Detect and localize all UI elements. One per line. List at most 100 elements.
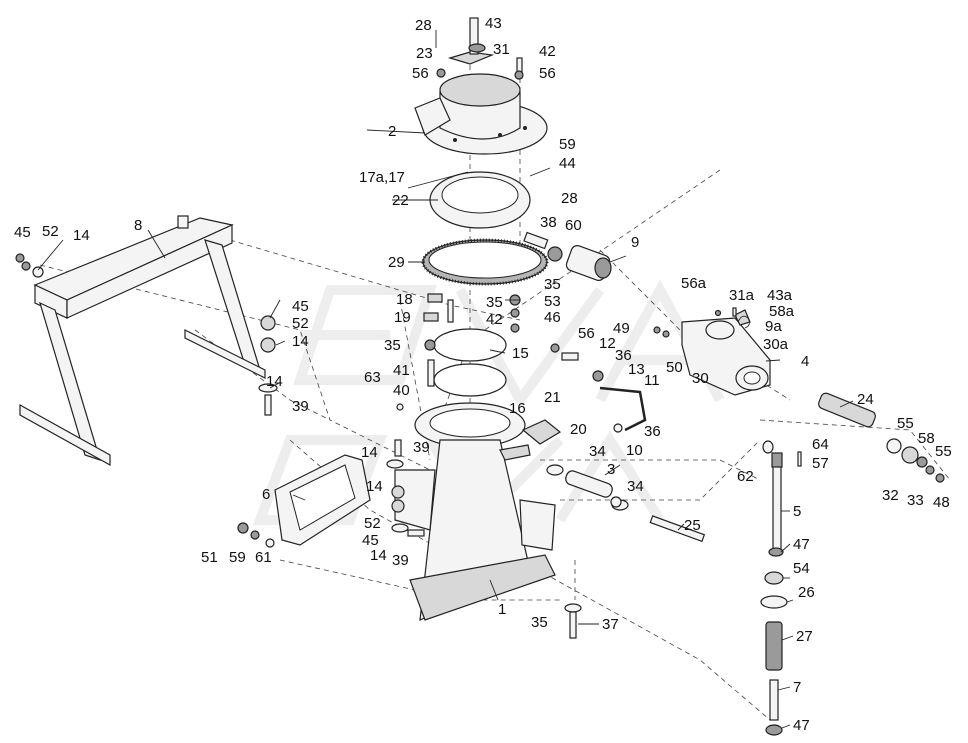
callout: 56a <box>681 275 707 292</box>
callout: 35 <box>486 294 503 311</box>
bolts-left <box>15 253 425 548</box>
callout: 60 <box>565 217 582 234</box>
column-part-1 <box>394 402 556 621</box>
callout: 35 <box>531 614 548 631</box>
callout: 5 <box>793 503 801 520</box>
hose-part-11 <box>550 326 670 433</box>
callout: 12 <box>599 335 616 352</box>
callout-labels: 28 43 23 31 42 56 56 2 59 44 17a,17 28 2… <box>14 15 952 734</box>
callout: 53 <box>544 293 561 310</box>
callout: 23 <box>416 45 433 62</box>
callout: 57 <box>812 455 829 472</box>
callout: 39 <box>413 439 430 456</box>
callout: 6 <box>262 486 270 503</box>
callout: 36 <box>615 347 632 364</box>
callout: 59 <box>229 549 246 566</box>
callout: 52 <box>292 315 309 332</box>
callout: 42 <box>486 311 503 328</box>
callout: 22 <box>392 192 409 209</box>
callout: 58 <box>918 430 935 447</box>
callout: 56 <box>578 325 595 342</box>
callout: 14 <box>266 373 283 390</box>
gear-ring-part-29 <box>421 238 549 286</box>
pin-part-3 <box>499 419 629 511</box>
leader-lines <box>37 129 854 729</box>
callout: 11 <box>644 372 660 389</box>
callout: 34 <box>589 443 606 460</box>
callout: 14 <box>370 547 387 564</box>
callout: 30a <box>763 336 789 353</box>
callout: 16 <box>509 400 526 417</box>
callout: 63 <box>364 369 381 386</box>
callout: 64 <box>812 436 829 453</box>
callout: 49 <box>613 320 630 337</box>
callout: 45 <box>14 224 31 241</box>
callout: 29 <box>388 254 405 271</box>
callout: 58a <box>769 303 795 320</box>
callout: 28 <box>415 17 432 34</box>
callout: 54 <box>793 560 810 577</box>
rod-parts-5-7 <box>610 440 802 736</box>
callout: 44 <box>559 155 576 172</box>
frame-part-8 <box>19 215 266 467</box>
callout: 14 <box>366 478 383 495</box>
callout: 39 <box>392 552 409 569</box>
callout: 35 <box>544 276 561 293</box>
callout: 13 <box>628 361 645 378</box>
callout: 62 <box>737 468 754 485</box>
callout: 61 <box>255 549 272 566</box>
callout: 38 <box>540 214 557 231</box>
callout: 45 <box>362 532 379 549</box>
callout: 48 <box>933 494 950 511</box>
callout: 15 <box>512 345 529 362</box>
callout: 56 <box>539 65 556 82</box>
callout: 55 <box>935 443 952 460</box>
callout: 20 <box>570 421 587 438</box>
callout: 21 <box>544 389 561 406</box>
housing-part-2 <box>414 73 548 155</box>
callout: 43 <box>485 15 502 32</box>
ring-part-22 <box>429 171 531 229</box>
callout: 4 <box>801 353 809 370</box>
callout: 26 <box>798 584 815 601</box>
callout: 25 <box>684 517 701 534</box>
callout: 9 <box>631 234 639 251</box>
callout: 28 <box>561 190 578 207</box>
callout: 41 <box>393 362 410 379</box>
callout: 37 <box>602 616 619 633</box>
callout: 59 <box>559 136 576 153</box>
callout: 14 <box>361 444 378 461</box>
callout: 2 <box>388 123 396 140</box>
motor-part-9 <box>523 231 612 281</box>
bracket-part-4 <box>681 309 771 396</box>
callout: 27 <box>796 628 813 645</box>
callout: 30 <box>692 370 709 387</box>
callout: 50 <box>666 359 683 376</box>
callout: 31a <box>729 287 755 304</box>
callout: 51 <box>201 549 218 566</box>
callout: 18 <box>396 291 413 308</box>
fasteners-middle <box>396 293 521 411</box>
callout: 52 <box>364 515 381 532</box>
callout: 34 <box>627 478 644 495</box>
callout: 43a <box>767 287 793 304</box>
callout: 47 <box>793 536 810 553</box>
callout: 55 <box>897 415 914 432</box>
callout: 33 <box>907 492 924 509</box>
bolt-bottom <box>564 603 582 639</box>
callout: 46 <box>544 309 561 326</box>
callout: 47 <box>793 717 810 734</box>
callout: 8 <box>134 217 142 234</box>
callout: 52 <box>42 223 59 240</box>
callout: 32 <box>882 487 899 504</box>
plate-part-6 <box>274 454 371 546</box>
callout: 31 <box>493 41 510 58</box>
callout: 42 <box>539 43 556 60</box>
callout: 19 <box>394 309 411 326</box>
callout: 45 <box>292 298 309 315</box>
callout: 35 <box>384 337 401 354</box>
callout: 14 <box>292 333 309 350</box>
callout: 1 <box>498 601 506 618</box>
